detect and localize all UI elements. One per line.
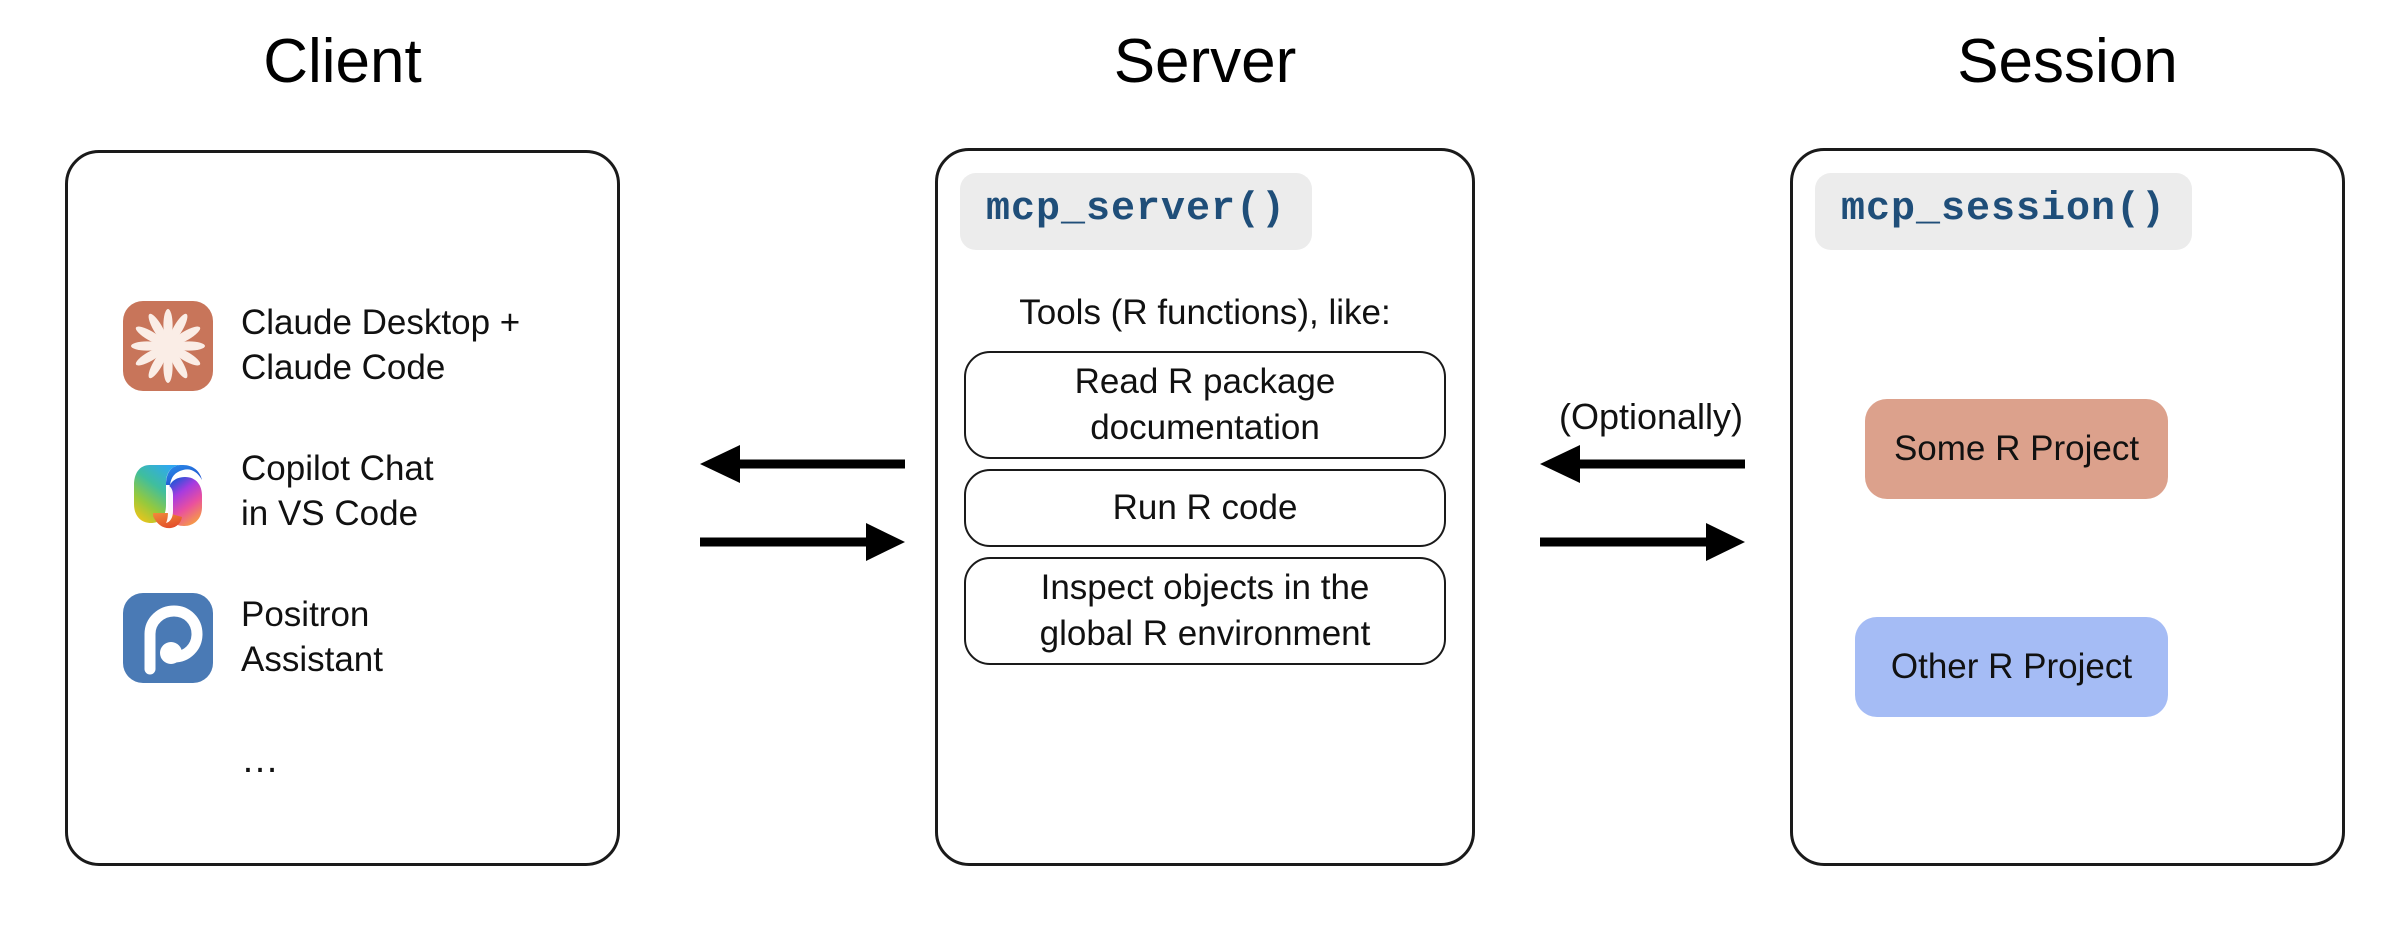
arrow-left-icon — [1540, 445, 1745, 483]
list-item-label: Positron Assistant — [241, 595, 383, 679]
list-item-label: Claude Desktop + Claude Code — [241, 303, 521, 387]
client-panel: Claude Desktop + Claude Code — [65, 150, 620, 866]
list-item: Copilot Chat in VS Code — [123, 447, 599, 537]
server-panel: mcp_server() Tools (R functions), like: … — [935, 148, 1475, 866]
arrow-left-icon — [700, 445, 905, 483]
list-item: Positron Assistant — [123, 593, 599, 683]
server-session-connector — [1530, 430, 1770, 590]
arrow-right-icon — [1540, 523, 1745, 561]
claude-icon — [123, 301, 213, 391]
tool-box[interactable]: Run R code — [964, 469, 1446, 547]
tool-box[interactable]: Read R package documentation — [964, 351, 1446, 459]
optionally-label: (Optionally) — [1558, 396, 1744, 437]
column-title-session: Session — [1957, 27, 2178, 96]
positron-icon — [123, 593, 213, 683]
client-server-connector — [690, 430, 930, 590]
tool-box[interactable]: Inspect objects in the global R environm… — [964, 557, 1446, 665]
client-app-list: Claude Desktop + Claude Code — [123, 301, 599, 782]
client-more-indicator: … — [241, 739, 282, 781]
project-box[interactable]: Other R Project — [1855, 617, 2168, 717]
column-title-client: Client — [263, 27, 422, 96]
column-title-server: Server — [1113, 27, 1297, 96]
arrow-right-icon — [700, 523, 905, 561]
mcp-server-code-pill: mcp_server() — [960, 173, 1313, 250]
mcp-session-code-pill: mcp_session() — [1815, 173, 2193, 250]
list-item-label: Copilot Chat in VS Code — [241, 449, 434, 533]
copilot-icon — [123, 447, 213, 537]
project-box[interactable]: Some R Project — [1865, 399, 2168, 499]
session-panel: mcp_session() Some R Project Other R Pro… — [1790, 148, 2345, 866]
list-item: Claude Desktop + Claude Code — [123, 301, 599, 391]
tools-caption: Tools (R functions), like: — [1019, 293, 1391, 332]
